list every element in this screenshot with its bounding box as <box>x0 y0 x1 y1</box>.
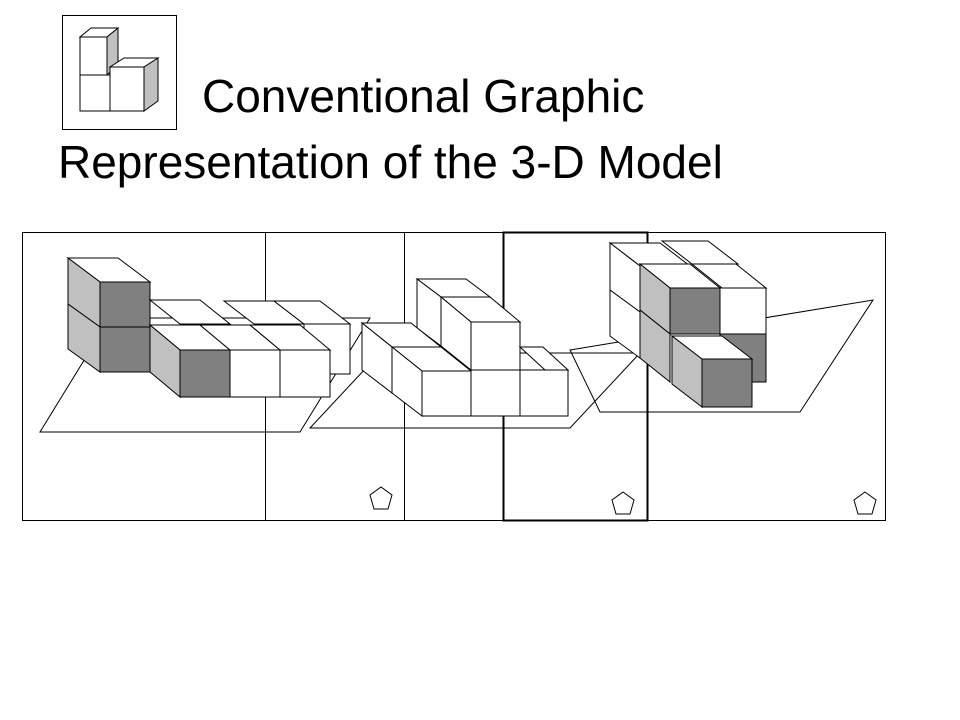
slide-title-line-2: Representation of the 3-D Model <box>58 136 723 188</box>
block-staircase-icon <box>62 15 177 130</box>
block-model-2 <box>360 278 570 418</box>
ground-plane-3 <box>569 299 875 413</box>
slide-title-line-1: Conventional Graphic <box>202 70 645 122</box>
pentagon-icon <box>853 491 877 515</box>
block-model-3 <box>608 240 768 409</box>
view-panel-5 <box>647 232 886 521</box>
pentagon-icon <box>611 491 635 515</box>
pentagon-icon <box>369 486 393 510</box>
block-model-1 <box>66 257 352 399</box>
